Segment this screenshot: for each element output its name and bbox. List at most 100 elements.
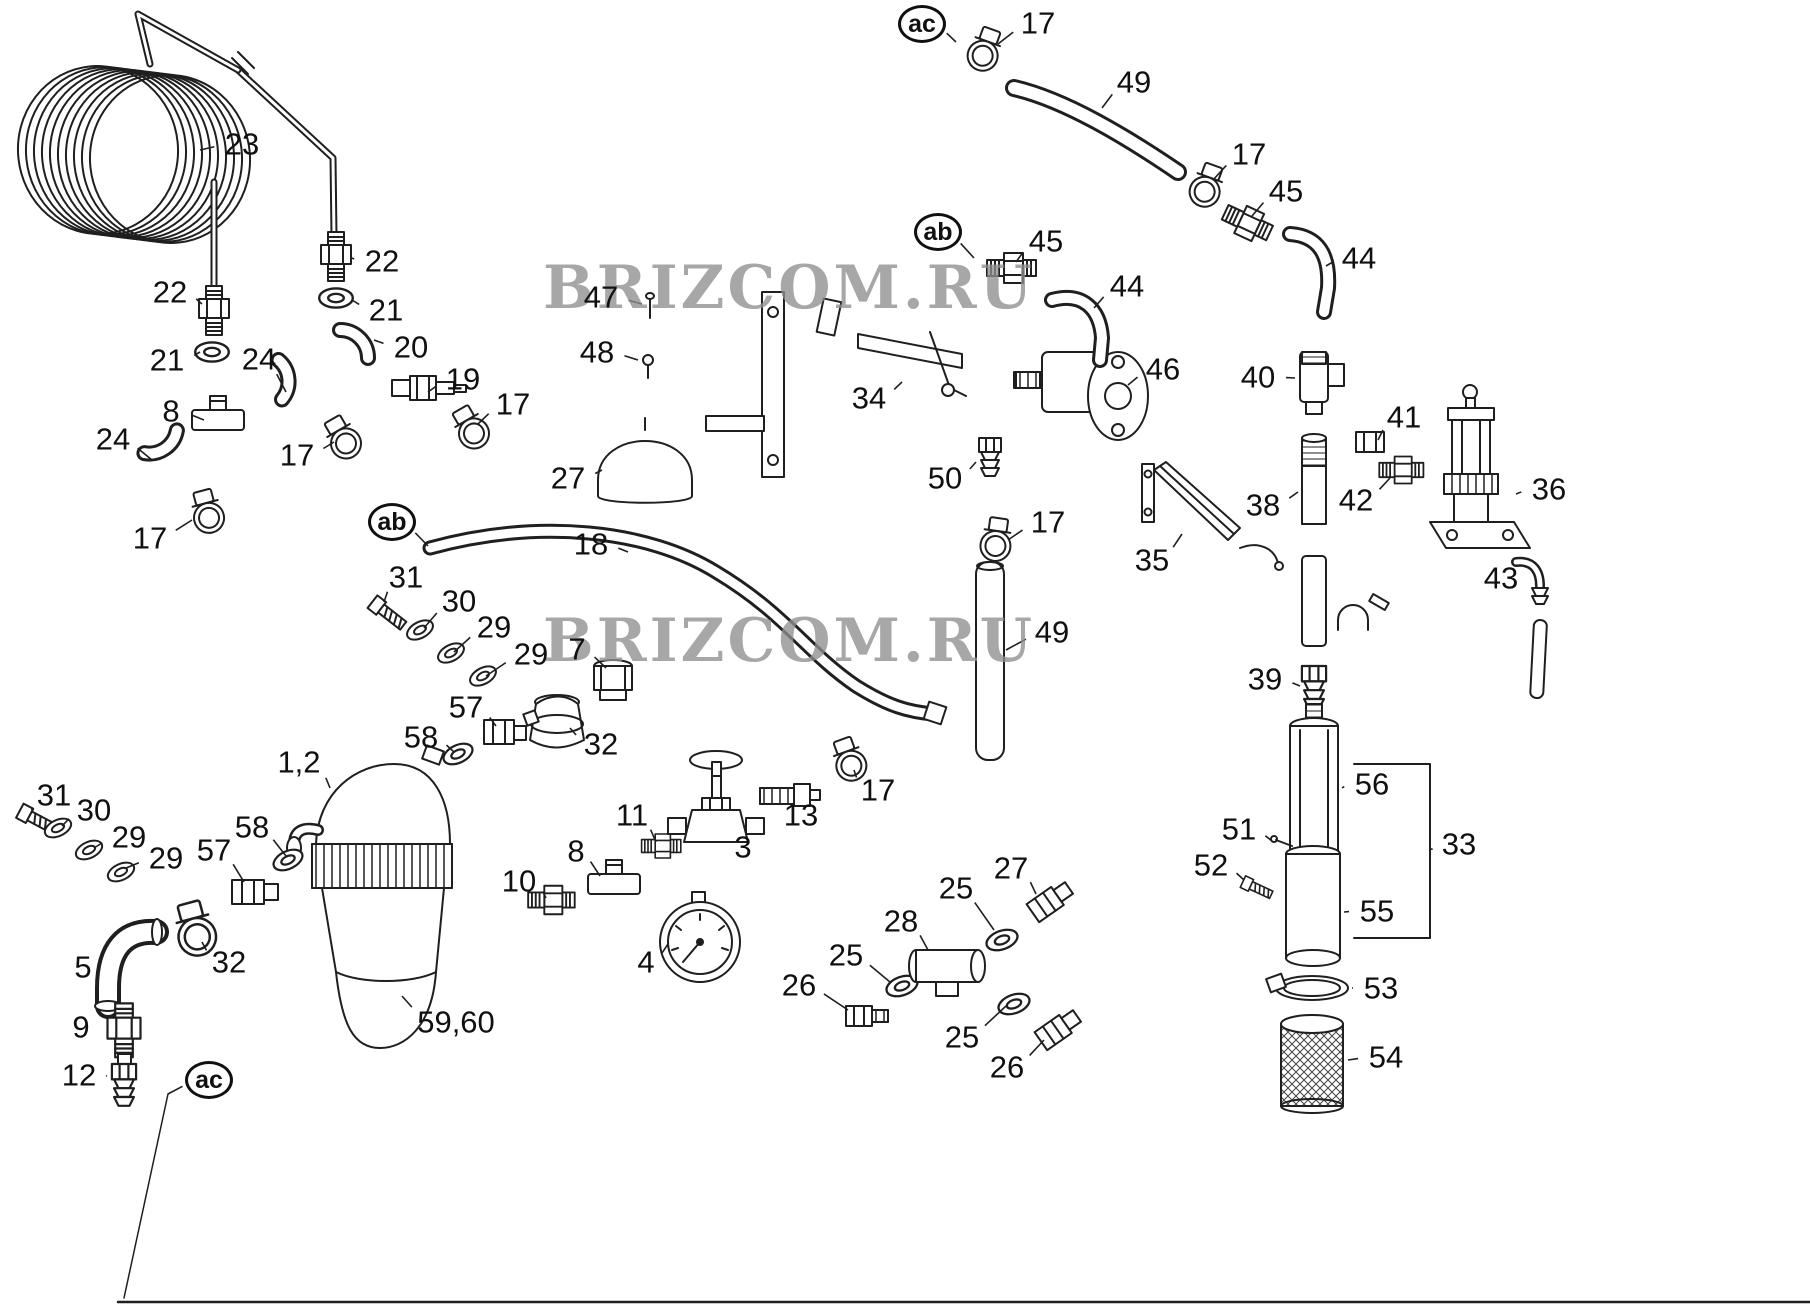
bracket-35 [1141, 461, 1241, 541]
part-label-36: 36 [1531, 471, 1567, 507]
part-label-49: 49 [1034, 614, 1070, 650]
hose-49-vertical [975, 561, 1005, 761]
connector-badge-ac-0: ac [898, 5, 946, 43]
elbow-43 [1511, 556, 1549, 700]
part-label-56: 56 [1354, 766, 1390, 802]
coupler-32-top [522, 694, 585, 749]
nut-41 [1355, 431, 1385, 453]
part-label-24: 24 [95, 421, 131, 457]
part-label-59-60: 59,60 [417, 1004, 495, 1040]
connector-badge-ab-1: ab [914, 213, 962, 251]
tee-28 [908, 949, 986, 997]
part-label-21: 21 [368, 292, 404, 328]
connector-badge-ab-2: ab [368, 503, 416, 541]
fitting-27-bottom [1025, 881, 1074, 924]
pump-unit-36 [1429, 384, 1531, 549]
pressure-gauge-4 [659, 891, 741, 983]
fitting-13 [759, 783, 821, 807]
leader-lines [31, 31, 1522, 1095]
connector-badge-ac-3: ac [185, 1061, 233, 1099]
part-label-30: 30 [76, 792, 112, 828]
part-label-17: 17 [132, 520, 168, 556]
part-label-17: 17 [279, 437, 315, 473]
tube-lower-55 [1285, 845, 1341, 967]
filter-bowl-59-60 [321, 887, 445, 1049]
part-label-1-2: 1,2 [277, 744, 321, 780]
part-label-7: 7 [568, 631, 586, 667]
part-label-38: 38 [1245, 487, 1281, 523]
part-label-18: 18 [573, 526, 609, 562]
watermark-text: BRIZCOM.RU [543, 606, 1035, 676]
part-label-17: 17 [1020, 5, 1056, 41]
pin-51 [1270, 835, 1293, 847]
part-label-57: 57 [448, 689, 484, 725]
part-label-41: 41 [1386, 399, 1422, 435]
coupler-7 [593, 659, 633, 701]
part-label-44: 44 [1109, 268, 1145, 304]
part-label-45: 45 [1268, 173, 1304, 209]
part-label-45: 45 [1028, 223, 1064, 259]
watermark-text: BRIZCOM.RU [543, 253, 1035, 323]
part-label-12: 12 [61, 1057, 97, 1093]
part-label-39: 39 [1247, 661, 1283, 697]
union-57-top [483, 719, 527, 745]
part-label-3: 3 [734, 829, 752, 865]
part-label-46: 46 [1145, 351, 1181, 387]
part-label-27: 27 [550, 460, 586, 496]
part-label-31: 31 [36, 777, 72, 813]
part-label-47: 47 [583, 279, 619, 315]
part-label-58: 58 [403, 719, 439, 755]
part-label-17: 17 [1030, 504, 1066, 540]
clamp-ring-53 [1265, 972, 1349, 1001]
part-label-43: 43 [1483, 560, 1519, 596]
part-label-57: 57 [196, 832, 232, 868]
part-label-26: 26 [781, 967, 817, 1003]
tee-fitting-40 [1299, 351, 1345, 415]
part-label-26: 26 [989, 1049, 1025, 1085]
part-label-48: 48 [579, 334, 615, 370]
part-label-29: 29 [513, 636, 549, 672]
part-label-25: 25 [828, 937, 864, 973]
bracket-33 [1353, 763, 1431, 939]
union-57-bottom [231, 879, 279, 905]
part-label-9: 9 [72, 1009, 90, 1045]
strainer-54 [1280, 1014, 1344, 1114]
part-label-17: 17 [495, 386, 531, 422]
part-label-31: 31 [388, 559, 424, 595]
part-label-50: 50 [927, 460, 963, 496]
part-label-53: 53 [1363, 970, 1399, 1006]
fitting-19 [391, 375, 467, 401]
part-label-5: 5 [74, 949, 92, 985]
screw-48 [642, 354, 654, 379]
part-label-32: 32 [211, 944, 247, 980]
part-label-22: 22 [364, 243, 400, 279]
part-label-29: 29 [476, 609, 512, 645]
part-label-34: 34 [851, 380, 887, 416]
tee-fitting-8-left [191, 395, 245, 431]
part-label-35: 35 [1134, 542, 1170, 578]
part-label-58: 58 [234, 809, 270, 845]
screw-47 [645, 292, 655, 319]
part-label-20: 20 [393, 329, 429, 365]
part-label-25: 25 [938, 870, 974, 906]
part-label-4: 4 [637, 944, 655, 980]
part-label-22: 22 [152, 274, 188, 310]
reference-lines [116, 1093, 1810, 1304]
float-27 [597, 417, 693, 504]
bracket-34 [705, 291, 967, 478]
part-label-52: 52 [1193, 847, 1229, 883]
part-label-49: 49 [1116, 64, 1152, 100]
hose-18 [422, 523, 948, 726]
part-label-17: 17 [860, 772, 896, 808]
part-label-27: 27 [993, 850, 1029, 886]
part-label-19: 19 [445, 361, 481, 397]
manifold-46 [1013, 351, 1149, 441]
part-label-55: 55 [1359, 893, 1395, 929]
part-label-51: 51 [1221, 811, 1257, 847]
part-label-32: 32 [583, 726, 619, 762]
part-label-40: 40 [1240, 359, 1276, 395]
tube-lower-right [1301, 555, 1327, 647]
